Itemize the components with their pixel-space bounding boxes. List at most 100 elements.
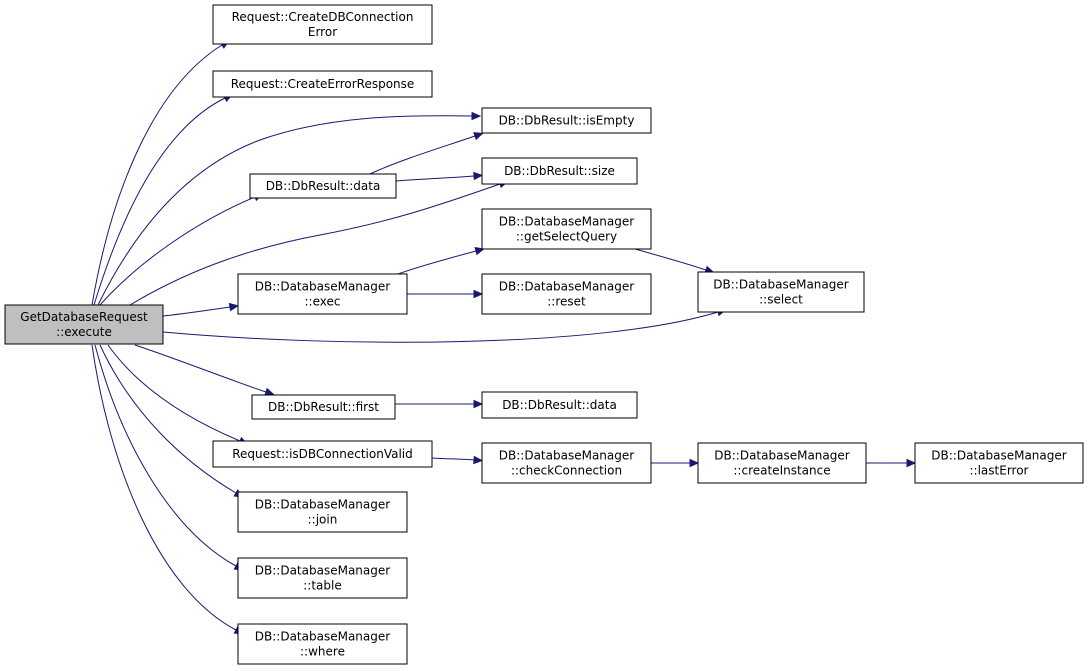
node-box bbox=[914, 442, 1084, 484]
node-box bbox=[4, 304, 164, 345]
node-dbm-table[interactable]: DB::DatabaseManager::table bbox=[237, 557, 408, 599]
node-req-isdbconnvalid[interactable]: Request::isDBConnectionValid bbox=[212, 440, 433, 468]
node-label-line: ::getSelectQuery bbox=[516, 230, 617, 244]
edge-root-to-dbm-where bbox=[91, 344, 245, 635]
edge-req-isdbconnvalid-to-dbm-checkconnection bbox=[431, 455, 484, 465]
edge-root-to-dbresult-isempty bbox=[97, 111, 482, 306]
node-label-line: DB::DatabaseManager bbox=[931, 449, 1066, 463]
node-label-line: DB::DatabaseManager bbox=[255, 498, 390, 512]
node-label-line: ::execute bbox=[56, 325, 112, 339]
edge-dbm-createinstance-to-dbm-lasterror bbox=[866, 458, 917, 468]
edge-arrowhead bbox=[473, 289, 484, 299]
node-label-line: DB::DbResult::data bbox=[266, 179, 381, 193]
node-box bbox=[249, 173, 397, 199]
edge-line bbox=[91, 344, 237, 631]
edge-line bbox=[162, 311, 719, 343]
node-box bbox=[481, 157, 638, 185]
node-dbresult-data-1[interactable]: DB::DbResult::data bbox=[249, 173, 397, 199]
node-box bbox=[212, 440, 433, 468]
edge-line bbox=[97, 115, 473, 306]
node-dbresult-isempty[interactable]: DB::DbResult::isEmpty bbox=[481, 107, 652, 134]
node-dbm-getselectquery[interactable]: DB::DatabaseManager::getSelectQuery bbox=[481, 208, 652, 250]
edges-layer bbox=[91, 40, 917, 635]
node-label-line: DB::DbResult::isEmpty bbox=[499, 114, 635, 128]
node-label-line: DB::DbResult::data bbox=[502, 398, 617, 412]
edge-dbm-exec-to-dbm-getselectquery bbox=[397, 247, 485, 275]
node-label-line: Request::CreateErrorResponse bbox=[231, 77, 415, 91]
node-dbm-lasterror[interactable]: DB::DatabaseManager::lastError bbox=[914, 442, 1084, 484]
node-dbresult-data-2[interactable]: DB::DbResult::data bbox=[481, 391, 638, 419]
edge-line bbox=[99, 344, 237, 494]
node-label-line: ::checkConnection bbox=[511, 464, 622, 478]
node-box bbox=[237, 273, 408, 315]
node-root[interactable]: GetDatabaseRequest::execute bbox=[4, 304, 164, 345]
edge-dbresult-first-to-dbresult-data-2 bbox=[394, 399, 484, 409]
edge-arrowhead bbox=[264, 387, 275, 396]
node-box bbox=[481, 273, 652, 315]
node-label-line: ::join bbox=[308, 513, 338, 527]
edge-arrowhead bbox=[473, 132, 484, 141]
node-dbm-createinstance[interactable]: DB::DatabaseManager::createInstance bbox=[697, 442, 867, 484]
edge-arrowhead bbox=[473, 171, 484, 181]
edge-line bbox=[134, 344, 267, 393]
edge-root-to-dbresult-first bbox=[134, 344, 275, 396]
edge-dbresult-data-1-to-dbresult-size bbox=[395, 171, 484, 182]
node-dbm-where[interactable]: DB::DatabaseManager::where bbox=[237, 623, 408, 665]
node-label-line: DB::DatabaseManager bbox=[713, 278, 848, 292]
node-label-line: DB::DatabaseManager bbox=[255, 280, 390, 294]
node-box bbox=[481, 208, 652, 250]
node-label-line: Error bbox=[308, 25, 337, 39]
edge-line bbox=[162, 306, 231, 317]
node-label-line: ::select bbox=[759, 293, 803, 307]
node-box bbox=[697, 442, 867, 484]
edge-line bbox=[395, 175, 475, 182]
node-label-line: GetDatabaseRequest bbox=[20, 310, 148, 324]
edge-line bbox=[94, 344, 237, 567]
node-box bbox=[481, 442, 652, 484]
node-dbresult-size[interactable]: DB::DbResult::size bbox=[481, 157, 638, 185]
edge-arrowhead bbox=[473, 455, 484, 465]
node-box bbox=[481, 391, 638, 419]
node-dbm-join[interactable]: DB::DatabaseManager::join bbox=[237, 491, 408, 533]
edge-line bbox=[99, 196, 256, 306]
edge-line bbox=[397, 250, 477, 275]
node-req-createerrresp[interactable]: Request::CreateErrorResponse bbox=[212, 70, 433, 98]
node-dbresult-first[interactable]: DB::DbResult::first bbox=[251, 394, 396, 420]
node-dbm-exec[interactable]: DB::DatabaseManager::exec bbox=[237, 273, 408, 315]
node-label-line: DB::DatabaseManager bbox=[714, 449, 849, 463]
node-label-line: DB::DbResult::first bbox=[268, 400, 379, 414]
node-dbm-checkconnection[interactable]: DB::DatabaseManager::checkConnection bbox=[481, 442, 652, 484]
node-box bbox=[237, 557, 408, 599]
edge-dbm-getselectquery-to-dbm-select bbox=[634, 248, 715, 274]
node-label-line: DB::DatabaseManager bbox=[499, 215, 634, 229]
node-label-line: ::where bbox=[300, 645, 345, 659]
edge-root-to-req-createdbconnerr bbox=[91, 40, 230, 306]
node-label-line: DB::DbResult::size bbox=[504, 164, 615, 178]
node-box bbox=[237, 623, 408, 665]
nodes-layer: GetDatabaseRequest::execute Request::Crea… bbox=[4, 4, 1084, 665]
node-label-line: DB::DatabaseManager bbox=[255, 564, 390, 578]
edge-dbm-exec-to-dbm-reset bbox=[406, 289, 484, 299]
node-dbm-select[interactable]: DB::DatabaseManager::select bbox=[697, 271, 865, 313]
edge-arrowhead bbox=[906, 458, 917, 468]
edge-line bbox=[369, 135, 476, 175]
node-label-line: ::reset bbox=[547, 295, 586, 309]
edge-line bbox=[634, 248, 707, 271]
edge-dbresult-data-1-to-dbresult-isempty bbox=[369, 132, 484, 175]
edge-line bbox=[93, 97, 226, 306]
node-label-line: DB::DatabaseManager bbox=[499, 449, 634, 463]
node-label-line: ::createInstance bbox=[733, 464, 830, 478]
node-box bbox=[697, 271, 865, 313]
edge-arrowhead bbox=[471, 111, 482, 121]
node-box bbox=[237, 491, 408, 533]
node-label-line: ::table bbox=[303, 579, 341, 593]
edge-arrowhead bbox=[473, 399, 484, 409]
edge-line bbox=[91, 44, 223, 306]
edge-line bbox=[431, 457, 475, 461]
node-label-line: DB::DatabaseManager bbox=[499, 280, 634, 294]
node-dbm-reset[interactable]: DB::DatabaseManager::reset bbox=[481, 273, 652, 315]
edge-root-to-dbm-exec bbox=[162, 302, 240, 317]
node-box bbox=[251, 394, 396, 420]
node-label-line: Request::isDBConnectionValid bbox=[232, 447, 413, 461]
